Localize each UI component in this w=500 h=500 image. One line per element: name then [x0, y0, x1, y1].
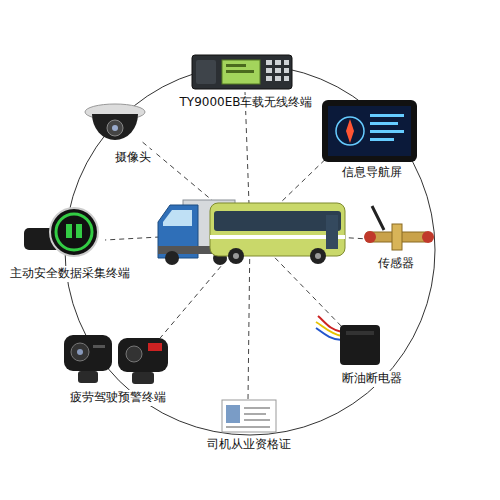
- vehicles-part: [233, 253, 239, 259]
- navigation-screen: [322, 100, 417, 162]
- safety-terminal: [24, 208, 98, 256]
- label-text: 疲劳驾驶预警终端: [67, 390, 169, 406]
- navigation-screen-part: [322, 100, 417, 162]
- spokes-part: [150, 232, 250, 350]
- wireless-terminal-part: [192, 55, 292, 89]
- label-text: TY9000EB车载无线终端: [176, 95, 315, 111]
- safety-terminal-part: [56, 214, 92, 250]
- dome-camera-part: [107, 120, 123, 136]
- fatigue-cameras-part: [132, 372, 154, 384]
- navigation-screen-part: [370, 130, 404, 133]
- wireless-terminal: [192, 55, 292, 89]
- wireless-terminal-part: [275, 68, 281, 73]
- fatigue-cameras-part: [71, 343, 89, 361]
- license-card-part: [244, 419, 270, 421]
- device-label: 疲劳驾驶预警终端: [67, 390, 169, 406]
- device-label: TY9000EB车载无线终端: [176, 95, 315, 111]
- license-card: [222, 400, 276, 432]
- relay-part: [316, 328, 342, 340]
- wireless-terminal-part: [266, 60, 272, 65]
- device-label: 摄像头: [112, 150, 154, 166]
- relay-part: [340, 325, 380, 365]
- fatigue-cameras-part: [118, 338, 168, 372]
- relay-part: [318, 316, 342, 332]
- vehicles: [158, 200, 345, 265]
- navigation-screen-part: [370, 114, 404, 117]
- dome-camera-part: [92, 114, 138, 140]
- fatigue-cameras-part: [78, 371, 98, 383]
- vehicles-part: [326, 215, 338, 249]
- navigation-screen-part: [370, 138, 394, 141]
- fatigue-cameras-part: [148, 343, 162, 351]
- device-label: 主动安全数据采集终端: [7, 266, 133, 282]
- wireless-terminal-part: [275, 60, 281, 65]
- label-text: 断油断电器: [339, 371, 405, 387]
- wireless-terminal-part: [284, 68, 289, 73]
- vehicles-part: [310, 248, 326, 264]
- license-card-part: [222, 400, 276, 432]
- vehicles-part: [228, 248, 244, 264]
- safety-terminal-part: [66, 224, 72, 238]
- device-label: 司机从业资格证: [204, 437, 294, 453]
- device-label: 断油断电器: [339, 371, 405, 387]
- device-label: 传感器: [375, 256, 417, 272]
- vehicles-part: [315, 253, 321, 259]
- safety-terminal-part: [76, 224, 82, 238]
- wireless-terminal-part: [284, 76, 289, 81]
- navigation-screen-part: [370, 122, 398, 125]
- sensor: [364, 206, 434, 250]
- sensor-part: [422, 231, 434, 243]
- wireless-terminal-part: [284, 60, 289, 65]
- fatigue-cameras-part: [77, 349, 83, 355]
- device-label: 信息导航屏: [339, 165, 405, 181]
- vehicles-part: [165, 251, 179, 265]
- wireless-terminal-part: [226, 70, 254, 73]
- dome-camera-part: [112, 125, 118, 131]
- relay-part: [316, 322, 342, 336]
- dome-camera: [85, 104, 145, 140]
- label-text: 主动安全数据采集终端: [7, 266, 133, 282]
- relay: [316, 316, 380, 365]
- vehicles-part: [214, 211, 341, 231]
- vehicles-part: [210, 203, 345, 256]
- navigation-screen-part: [336, 117, 364, 145]
- spokes-part: [248, 232, 250, 400]
- wireless-terminal-part: [226, 64, 246, 67]
- relay-part: [346, 331, 374, 335]
- safety-terminal-part: [50, 208, 98, 256]
- vehicles-part: [210, 235, 345, 239]
- fatigue-cameras: [64, 335, 168, 384]
- license-card-part: [244, 413, 266, 415]
- fatigue-cameras-part: [93, 345, 105, 348]
- fatigue-cameras-part: [126, 346, 142, 362]
- wireless-terminal-part: [266, 76, 272, 81]
- wireless-terminal-part: [196, 60, 216, 84]
- sensor-part: [392, 224, 402, 250]
- license-card-part: [226, 426, 270, 428]
- label-text: 摄像头: [112, 150, 154, 166]
- wireless-terminal-part: [266, 68, 272, 73]
- navigation-screen-part: [328, 106, 411, 156]
- sensor-part: [364, 231, 376, 243]
- license-card-part: [244, 407, 270, 409]
- sensor-part: [372, 206, 384, 230]
- label-text: 司机从业资格证: [204, 437, 294, 453]
- navigation-screen-part: [346, 119, 354, 143]
- license-card-part: [226, 405, 240, 423]
- label-text: 传感器: [375, 256, 417, 272]
- ring-part: [65, 65, 435, 435]
- ring: [65, 65, 435, 435]
- wireless-terminal-part: [275, 76, 281, 81]
- fatigue-cameras-part: [64, 335, 112, 371]
- wireless-terminal-part: [222, 60, 260, 84]
- label-text: 信息导航屏: [339, 165, 405, 181]
- vehicles-part: [163, 210, 192, 226]
